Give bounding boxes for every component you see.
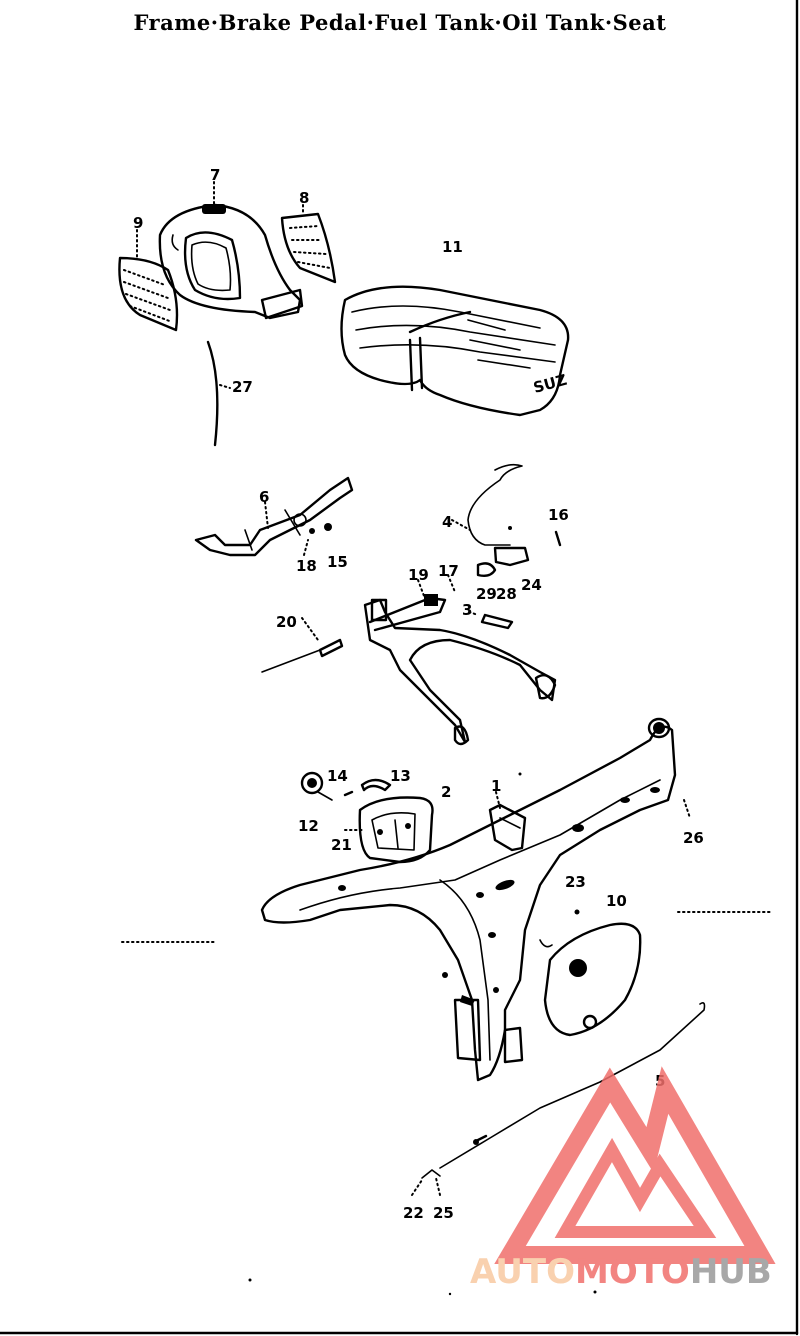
watermark-text-hub: HUB [690,1252,772,1292]
part-number-label: 10 [606,892,627,910]
part-2-battery-box [358,796,434,864]
part-number-label: 22 [403,1204,424,1222]
part-number-label: 12 [298,817,319,835]
part-number-label: 6 [259,488,269,506]
part-number-label: 18 [296,557,317,575]
part-number-label: 8 [299,189,309,207]
diagram-title: Frame·Brake Pedal·Fuel Tank·Oil Tank·Sea… [133,10,667,35]
part-10-oil-tank [543,909,642,1037]
part-number-label: 1 [491,777,501,795]
part-number-label: 27 [232,378,253,396]
part-number-label: 13 [390,767,411,785]
watermark-text-auto: AUTO [470,1252,575,1292]
part-12-cover [300,771,333,801]
part-number-label: 20 [276,613,297,631]
part-number-label: 7 [210,166,220,184]
part-number-label: 28 [496,585,517,603]
watermark-text-moto: MOTO [575,1252,690,1292]
part-number-label: 9 [133,214,143,232]
part-number-label: 2 [441,783,451,801]
part-number-label: 17 [438,562,459,580]
part-6-brake-pedal [194,476,354,557]
watermark-logo: AUTOMOTOHUB [470,1066,776,1292]
part-number-label: 21 [331,836,352,854]
part-number-label: 11 [442,238,463,256]
svg-text:SUZ: SUZ [531,371,568,397]
part-number-label: 3 [462,601,472,619]
part-number-label: 4 [442,513,452,531]
part-20-pivot-bolt [261,638,344,673]
part-number-label: 14 [327,767,348,785]
part-fuel-tank [158,203,304,320]
part-11-seat: SUZ [340,285,570,417]
part-number-label: 29 [476,585,497,603]
part-number-label: 25 [433,1204,454,1222]
part-9-tank-pad [118,256,179,332]
part-13-grommet [360,778,392,792]
part-1-frame [260,717,677,1082]
part-5-brake-rod [439,1002,706,1169]
part-14-clip [343,790,354,797]
part-number-label: 23 [565,873,586,891]
part-number-label: 15 [327,553,348,571]
part-22-25-joint [421,1169,441,1179]
watermark-inner-mark-icon [554,1137,717,1238]
tank-cap-7 [202,204,226,214]
part-number-label: 19 [408,566,429,584]
watermark-triangle-icon [494,1066,776,1264]
part-number-label: 24 [521,576,542,594]
part-8-knee-pad [280,212,337,284]
part-number-label: 26 [683,829,704,847]
scan-specks [248,772,597,1296]
leader-lines [121,181,773,1196]
part-number-labels: 7 8 9 11 27 6 18 15 4 16 19 17 29 28 24 … [133,166,704,1222]
part-number-label: 16 [548,506,569,524]
part-4-brake-rod [467,463,562,578]
part-3-swing-arm [363,594,557,746]
svg-text:AUTOMOTOHUB: AUTOMOTOHUB [470,1252,772,1292]
part-27-seat-strap [206,340,219,447]
